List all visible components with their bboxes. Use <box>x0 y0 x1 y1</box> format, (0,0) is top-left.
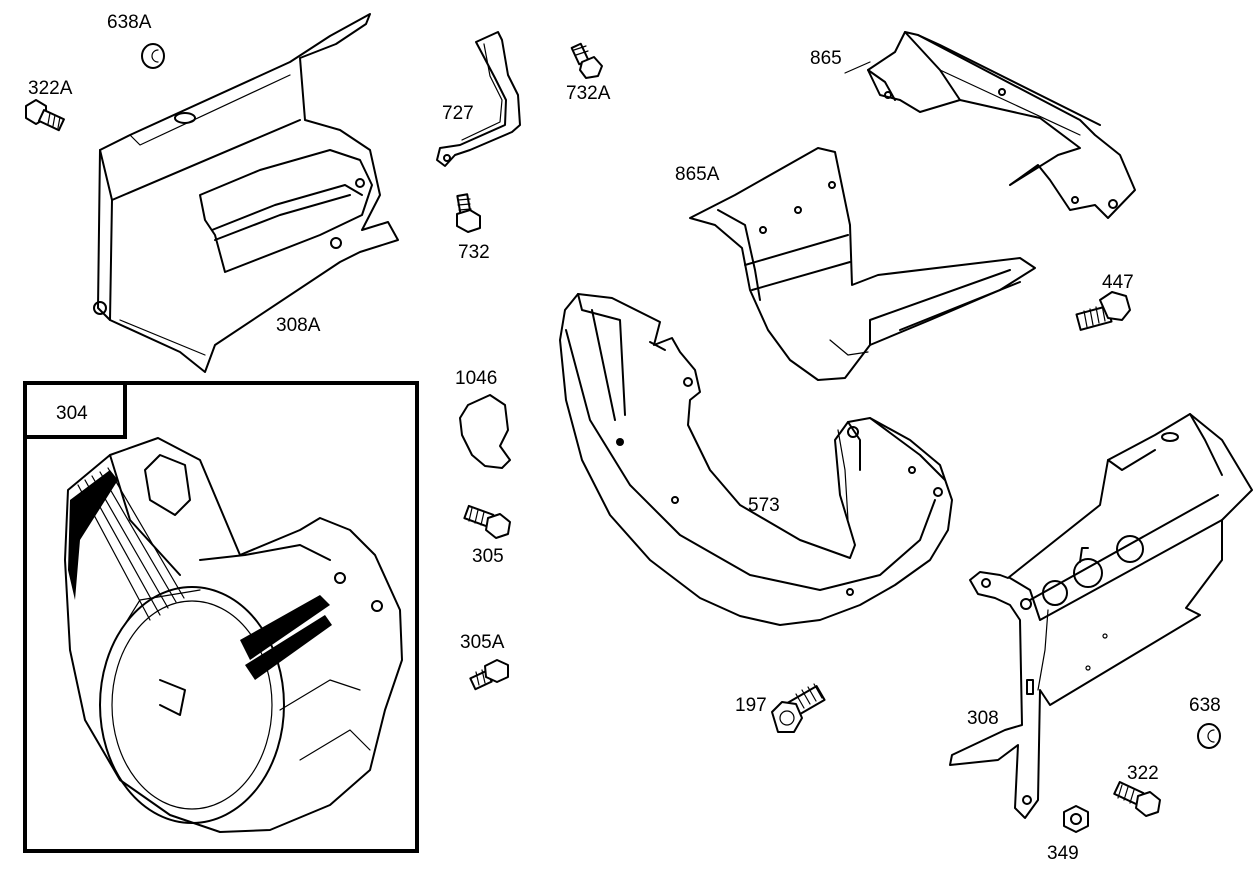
label-322: 322 <box>1127 763 1159 784</box>
part-732A-bolt <box>570 42 603 79</box>
label-865A: 865A <box>675 164 720 185</box>
label-305A: 305A <box>460 632 505 653</box>
part-304-box <box>23 381 419 853</box>
label-732A: 732A <box>566 83 611 104</box>
part-304-housing <box>64 437 403 833</box>
label-865: 865 <box>810 48 842 69</box>
label-197: 197 <box>735 695 767 716</box>
part-727-bracket <box>436 31 521 167</box>
part-305-bolt <box>463 504 511 539</box>
label-638A: 638A <box>107 12 152 33</box>
part-197-bolt <box>771 683 826 733</box>
part-638A-washer <box>141 43 165 69</box>
label-308A: 308A <box>276 315 321 336</box>
label-322A: 322A <box>28 78 73 99</box>
label-447: 447 <box>1102 272 1134 293</box>
part-1046-cap <box>459 394 511 469</box>
label-349: 349 <box>1047 843 1079 864</box>
part-732-bolt <box>456 193 481 233</box>
part-308-panel <box>949 413 1253 819</box>
part-305A-bolt <box>469 659 509 691</box>
part-638-washer <box>1197 723 1221 749</box>
part-447-bolt <box>1075 291 1131 331</box>
label-638: 638 <box>1189 695 1221 716</box>
label-1046: 1046 <box>455 368 497 389</box>
part-322-bolt <box>1113 781 1161 817</box>
label-305: 305 <box>472 546 504 567</box>
label-727: 727 <box>442 103 474 124</box>
label-573: 573 <box>748 495 780 516</box>
label-308: 308 <box>967 708 999 729</box>
part-865-bracket <box>844 31 1136 219</box>
part-322A-bolt <box>25 99 65 132</box>
part-308A-shroud <box>93 13 399 373</box>
label-732: 732 <box>458 242 490 263</box>
part-349-nut <box>1063 805 1089 833</box>
part-573-baffle <box>559 293 953 626</box>
part-865A-cover <box>689 147 1036 381</box>
label-304: 304 <box>56 403 88 424</box>
